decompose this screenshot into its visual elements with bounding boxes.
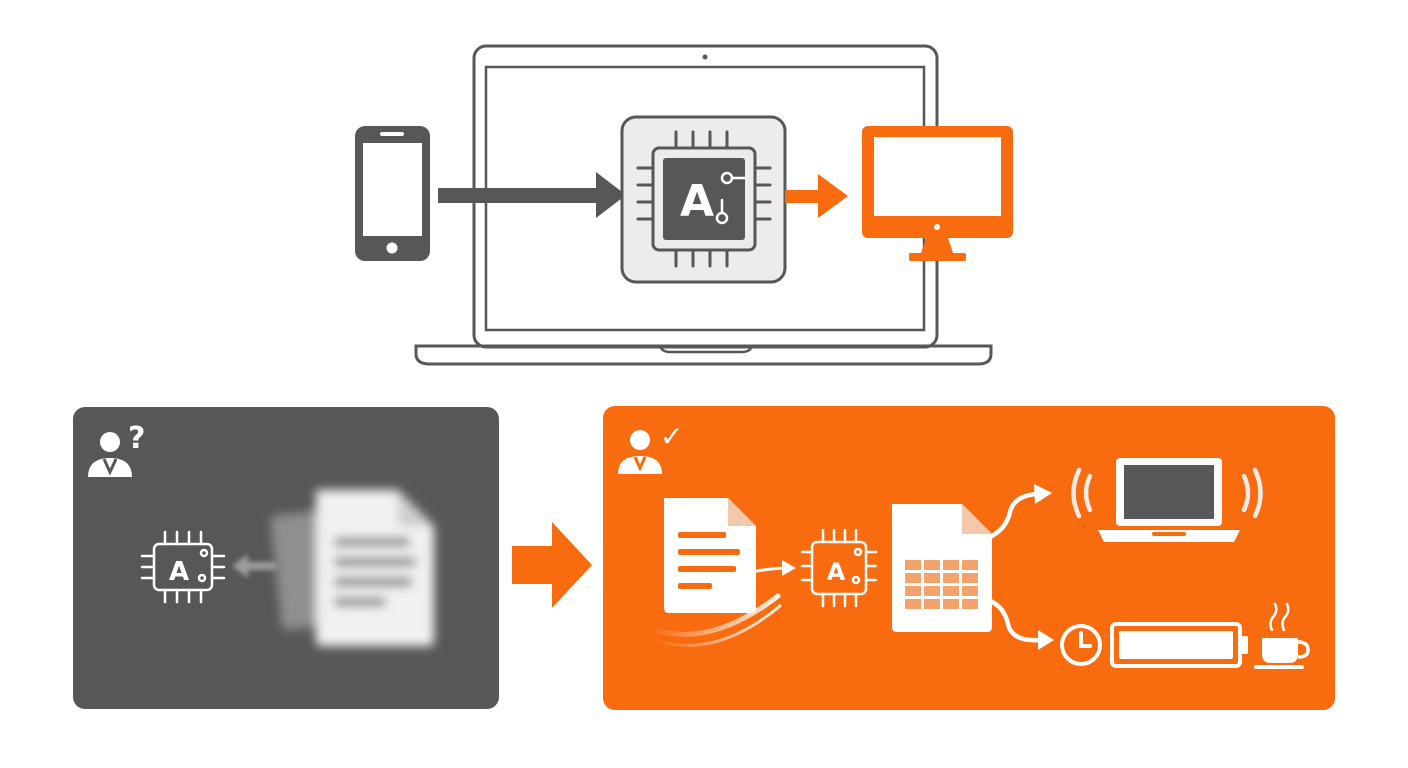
person-question-icon: ? (88, 421, 145, 477)
person-check-icon: ✓ (618, 420, 683, 474)
streak-arrowhead (782, 560, 796, 576)
branch-arrows (985, 491, 1043, 643)
coffee-cup-icon (1254, 602, 1310, 669)
right-panel: ✓ (603, 406, 1335, 710)
document-icon (664, 498, 756, 613)
wireless-laptop-icon (1071, 458, 1263, 542)
arrow-chip-to-monitor (785, 174, 848, 218)
clock-icon (1060, 624, 1102, 666)
arrow-phone-to-chip (438, 172, 626, 218)
check-glyph: ✓ (660, 420, 683, 453)
ai-chip-icon (636, 130, 772, 268)
ai-chip-icon (800, 528, 878, 608)
arrow-right-icon (512, 522, 592, 608)
left-chip-letter: A (169, 557, 189, 587)
ai-chip-icon (140, 530, 226, 604)
faint-arrow-left (232, 554, 277, 578)
chip-letter: A (680, 176, 714, 227)
desktop-monitor-icon (862, 126, 1013, 261)
left-panel: ? A (73, 407, 499, 709)
question-glyph: ? (128, 421, 145, 456)
battery-icon (1110, 622, 1248, 668)
top-scene: A (355, 44, 1013, 366)
document-icon (270, 490, 434, 646)
branch-arrowhead-up (1034, 484, 1052, 504)
smartphone-icon (355, 126, 430, 261)
ai-chip-tile: A (620, 115, 787, 284)
branch-arrowhead-down (1038, 630, 1054, 650)
spreadsheet-icon (892, 504, 992, 632)
right-chip-letter: A (827, 558, 846, 586)
